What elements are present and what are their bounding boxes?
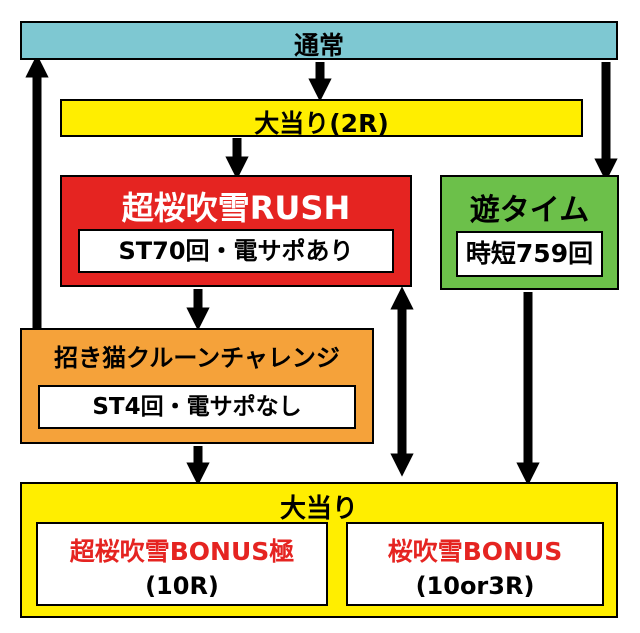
maneki-sub-box: ST4回・電サポなし: [38, 385, 356, 429]
bonus-right-name: 桜吹雪BONUS: [387, 537, 563, 566]
bonus-right-box: 桜吹雪BONUS (10or3R): [346, 522, 604, 606]
node-asobi-time: 遊タイム 時短759回: [440, 175, 619, 290]
normal-label: 通常: [293, 31, 344, 60]
node-rush: 超桜吹雪RUSH ST70回・電サポあり: [60, 175, 412, 287]
asobi-time-sub-label: 時短759回: [465, 239, 594, 268]
maneki-label: 招き猫クルーンチャレンジ: [54, 344, 340, 372]
rush-label: 超桜吹雪RUSH: [121, 189, 351, 227]
jackpot-2r-label: 大当り(2R): [254, 109, 389, 138]
asobi-time-sub-box: 時短759回: [456, 231, 603, 277]
node-jackpot: 大当り 超桜吹雪BONUS極 (10R) 桜吹雪BONUS (10or3R): [20, 482, 618, 618]
node-normal: 通常: [20, 21, 618, 60]
node-maneki: 招き猫クルーンチャレンジ ST4回・電サポなし: [20, 328, 374, 444]
rush-sub-label: ST70回・電サポあり: [118, 237, 354, 265]
bonus-left-rounds: (10R): [145, 572, 219, 600]
jackpot-label: 大当り: [279, 494, 358, 524]
maneki-sub-label: ST4回・電サポなし: [92, 394, 302, 420]
asobi-time-label: 遊タイム: [469, 193, 590, 228]
bonus-left-name: 超桜吹雪BONUS極: [69, 537, 295, 566]
node-jackpot-2r: 大当り(2R): [60, 99, 583, 138]
bonus-right-rounds: (10or3R): [415, 572, 535, 600]
bonus-left-box: 超桜吹雪BONUS極 (10R): [36, 522, 328, 606]
rush-sub-box: ST70回・電サポあり: [78, 229, 394, 273]
